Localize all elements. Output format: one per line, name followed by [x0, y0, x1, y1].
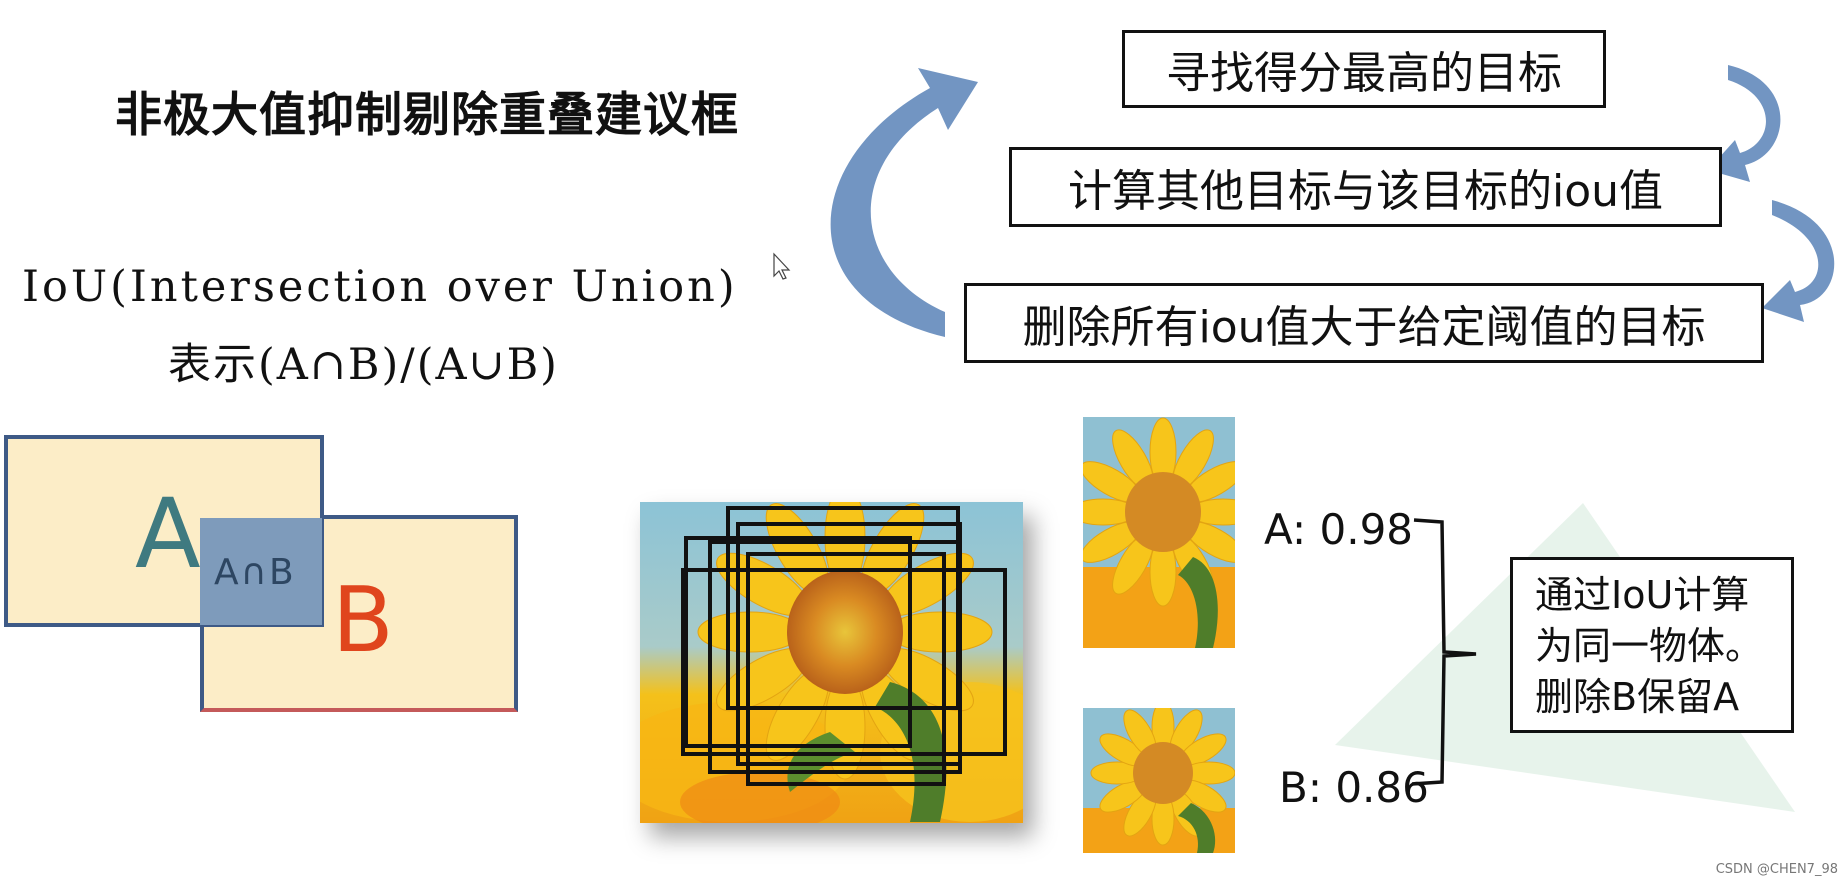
- conclusion-line-1: 通过IoU计算: [1535, 573, 1750, 617]
- iou-definition: IoU(Intersection over Union): [22, 262, 738, 312]
- label-intersection: A∩B: [214, 552, 296, 593]
- cursor-icon: [773, 252, 791, 280]
- step-compute-iou: 计算其他目标与该目标的iou值: [1009, 147, 1722, 227]
- rect-intersection: [200, 518, 322, 625]
- step-find-top-score: 寻找得分最高的目标: [1122, 30, 1606, 108]
- conclusion-line-3: 删除B保留A: [1535, 675, 1740, 719]
- score-b: B: 0.86: [1279, 763, 1429, 812]
- sunflower-crop-b: [1083, 708, 1235, 853]
- iou-formula: 表示(A∩B)/(A∪B): [168, 340, 559, 390]
- step-arrow-2: [1762, 200, 1835, 322]
- watermark: CSDN @CHEN7_98: [1715, 862, 1838, 877]
- score-bracket: [1411, 518, 1477, 786]
- conclusion-box: 通过IoU计算 为同一物体。 删除B保留A: [1510, 557, 1794, 733]
- loop-arrow: [830, 68, 978, 337]
- score-a: A: 0.98: [1264, 505, 1414, 554]
- label-b: B: [332, 568, 394, 673]
- page-title: 非极大值抑制剔除重叠建议框: [115, 88, 739, 143]
- sunflower-crop-a: [1083, 417, 1235, 648]
- label-a: A: [135, 478, 201, 590]
- sunflower-photo: [640, 502, 1023, 823]
- step-remove-overlaps: 删除所有iou值大于给定阈值的目标: [964, 283, 1764, 363]
- step-arrow-1: [1708, 65, 1781, 182]
- conclusion-line-2: 为同一物体。: [1535, 624, 1764, 668]
